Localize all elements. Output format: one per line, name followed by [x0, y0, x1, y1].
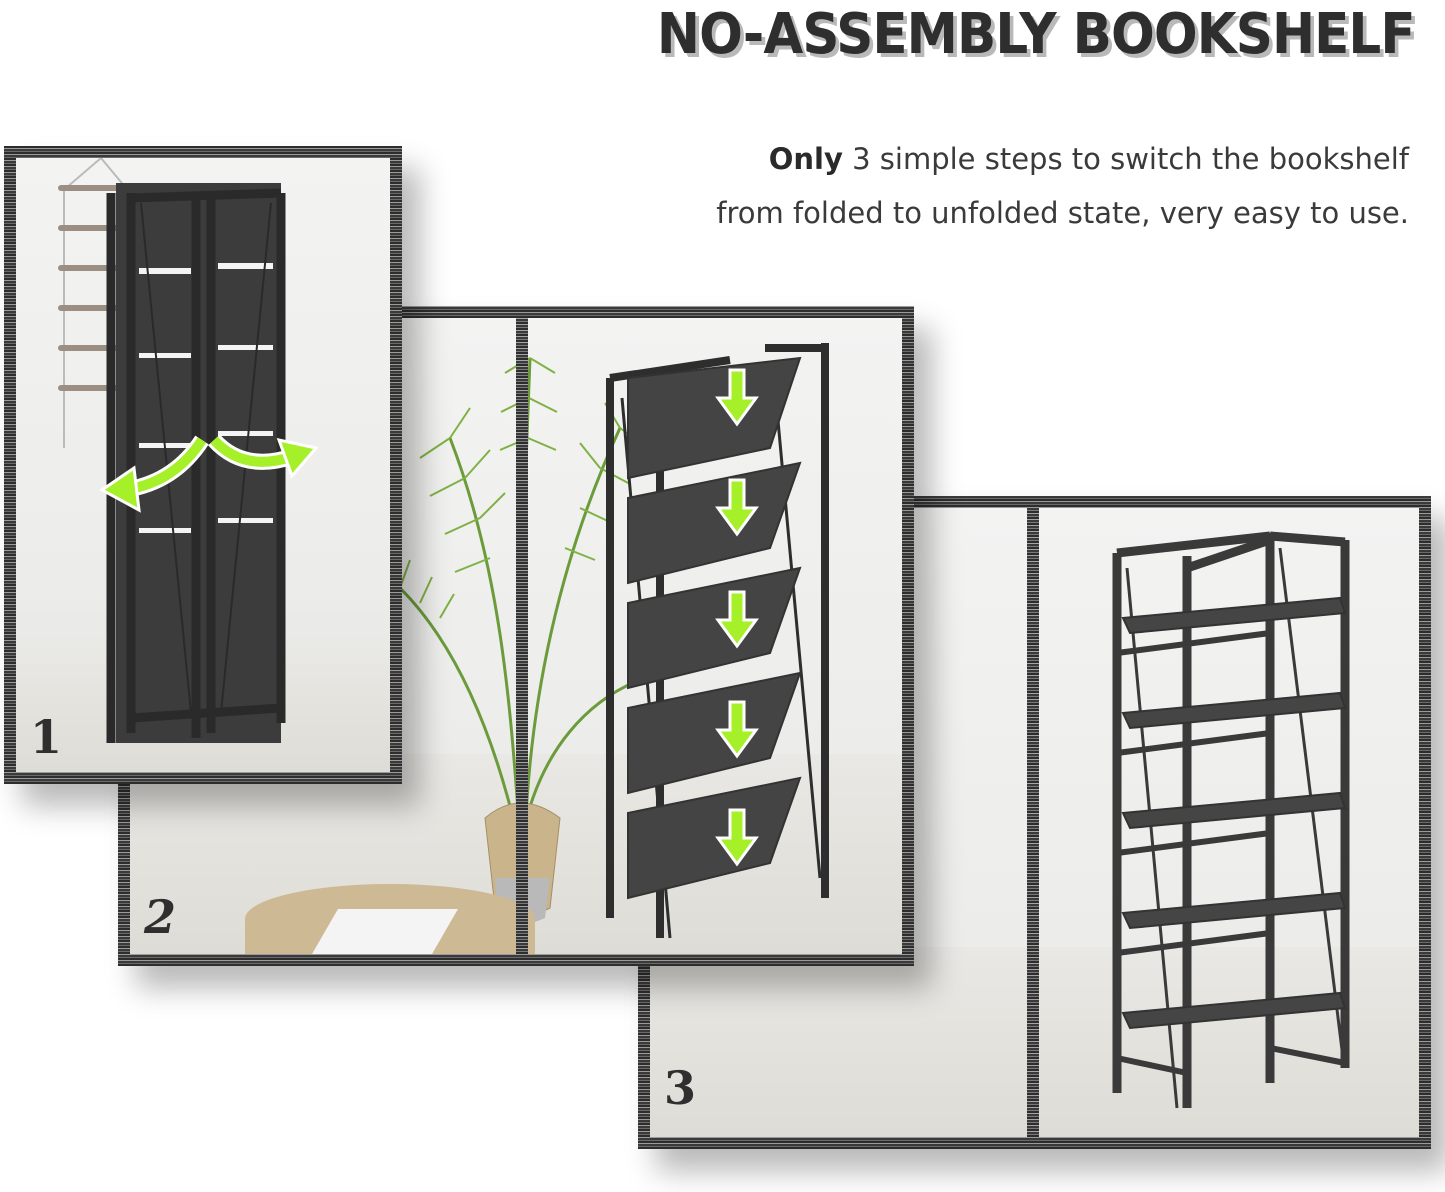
- down-arrow-icon: [715, 700, 759, 759]
- down-arrow-icon: [715, 808, 759, 867]
- subtitle: Only 3 simple steps to switch the booksh…: [716, 132, 1409, 240]
- step-1-panel: 1: [4, 146, 402, 784]
- panel-divider: [516, 318, 528, 954]
- page-title: NO-ASSEMBLY BOOKSHELF: [657, 2, 1416, 67]
- panel-divider: [1027, 508, 1039, 1137]
- step-3-number: 3: [664, 1061, 697, 1115]
- step-1-number: 1: [30, 710, 63, 764]
- down-arrow-icon: [715, 478, 759, 537]
- step-1-image: 1: [16, 158, 390, 772]
- subtitle-bold: Only: [768, 142, 843, 176]
- subtitle-line-1: Only 3 simple steps to switch the booksh…: [716, 132, 1409, 186]
- unfold-curved-arrows-icon: [99, 434, 319, 513]
- subtitle-line-2: from folded to unfolded state, very easy…: [716, 196, 1409, 230]
- down-arrow-icon: [715, 368, 759, 427]
- unfolded-bookshelf-illustration: [1112, 531, 1350, 1109]
- down-arrow-icon: [715, 590, 759, 649]
- step-2-number: 2: [144, 890, 177, 944]
- subtitle-line-1-rest: 3 simple steps to switch the bookshelf: [842, 142, 1409, 176]
